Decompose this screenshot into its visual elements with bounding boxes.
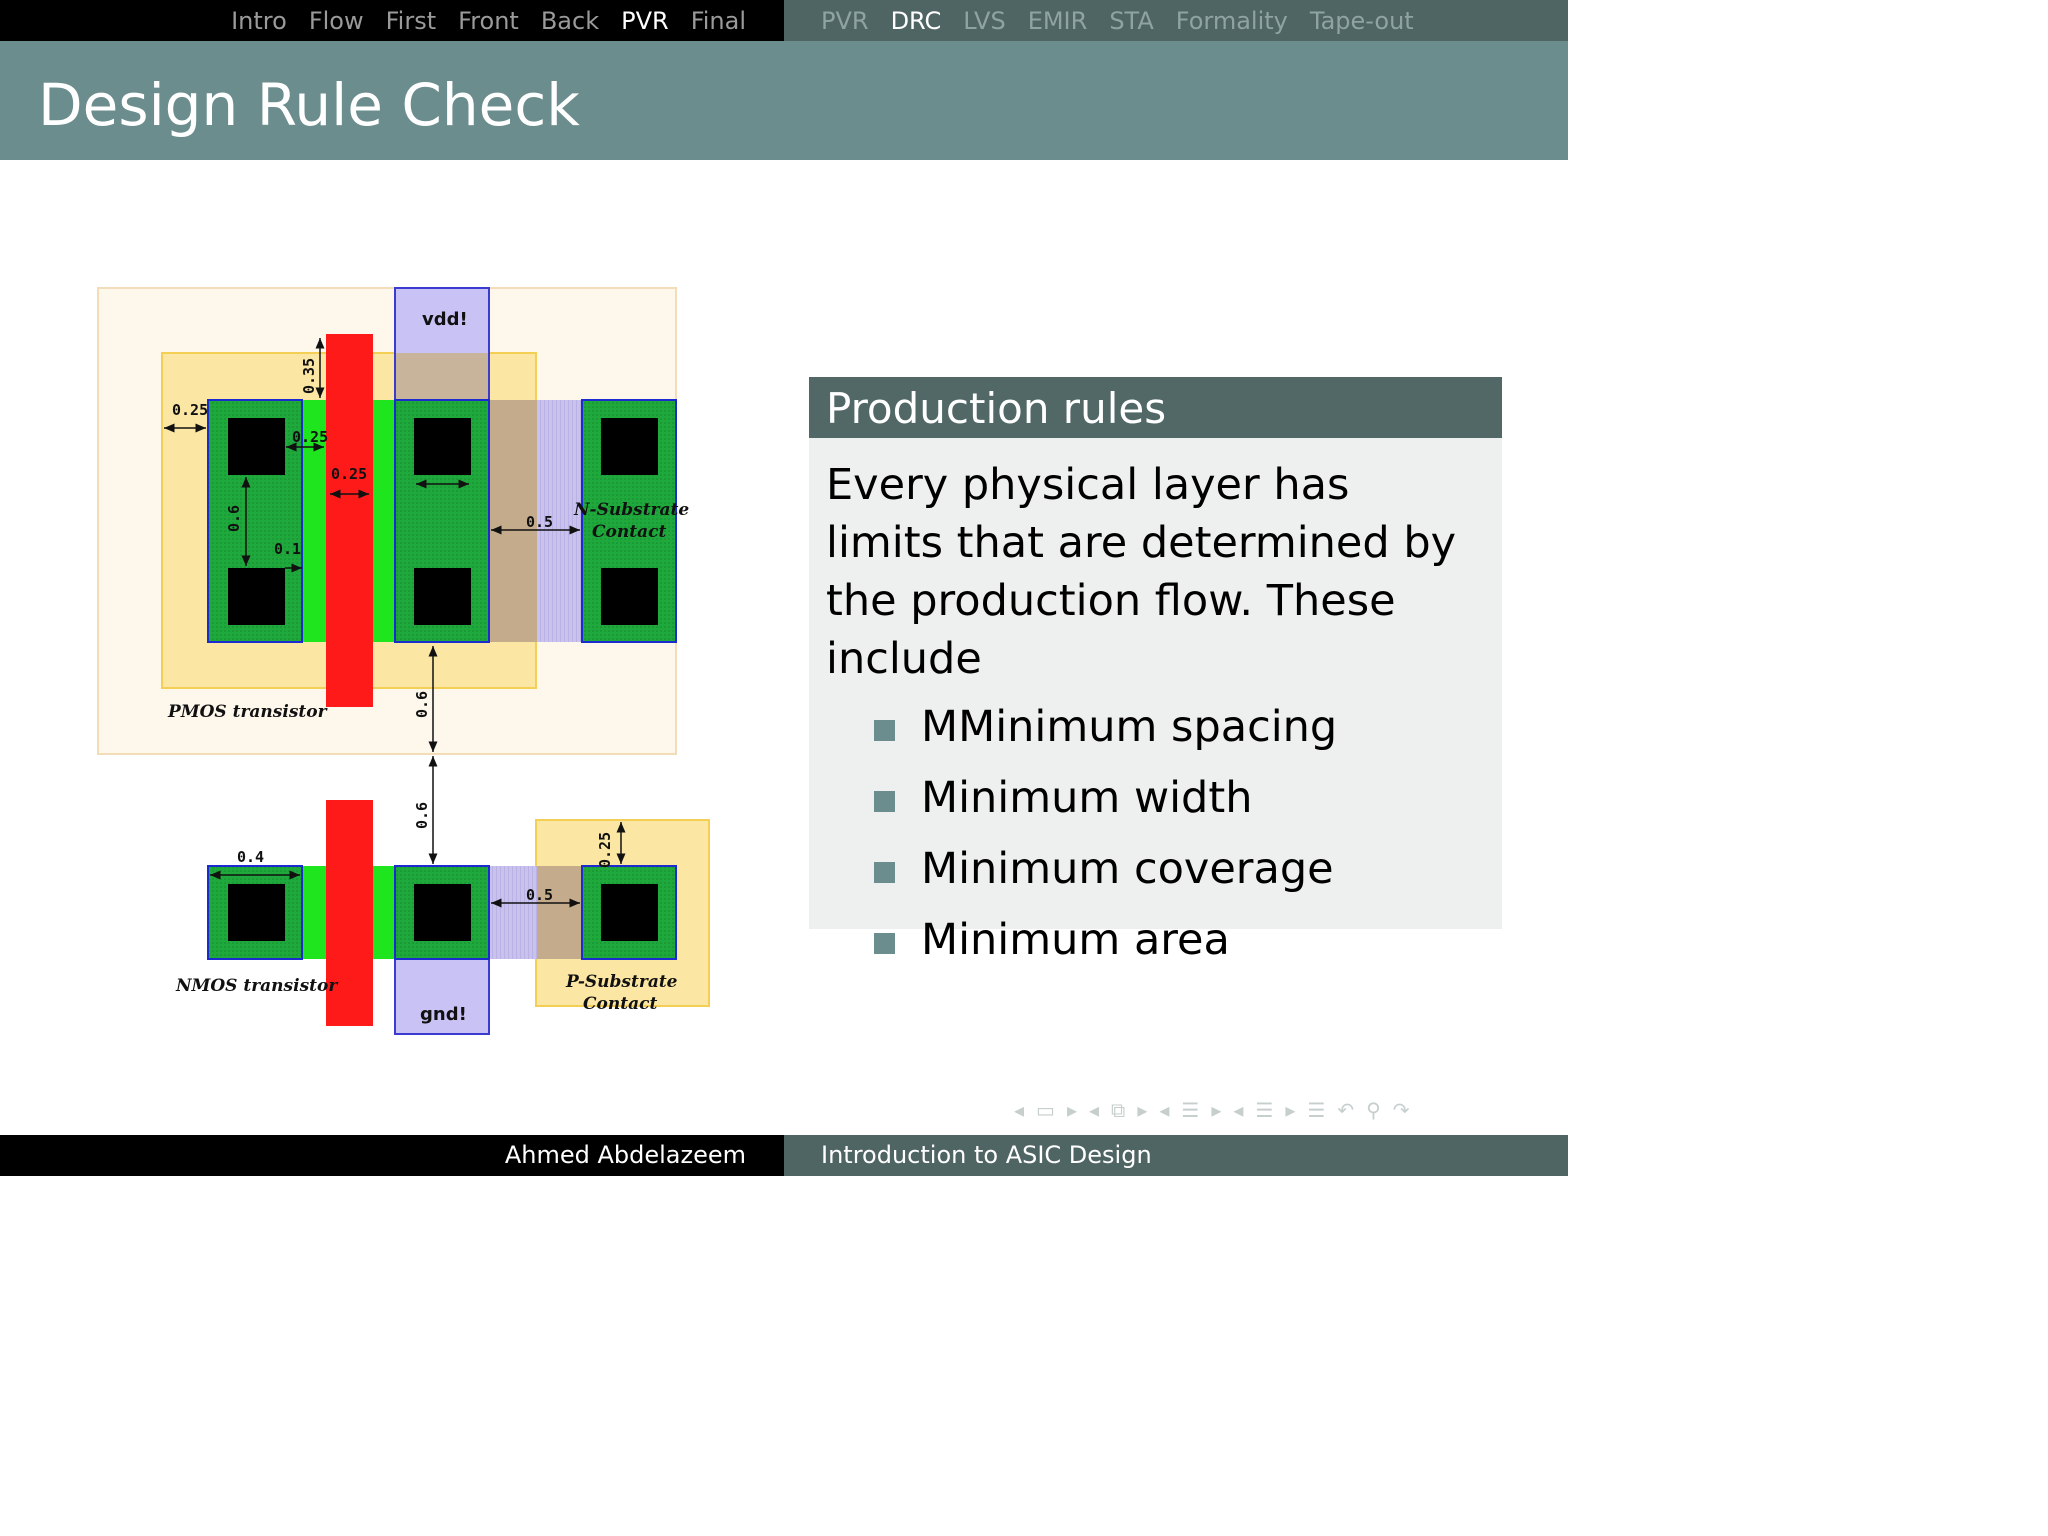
nsub-label: Contact [592, 522, 666, 542]
nav-subsection-formality[interactable]: Formality [1175, 6, 1288, 35]
nav-section-final[interactable]: Final [690, 6, 746, 35]
next-frame-icon[interactable]: ▸ [1066, 1098, 1077, 1122]
section-icon[interactable]: ☰ [1181, 1098, 1200, 1122]
footer: Ahmed Abdelazeem Introduction to ASIC De… [0, 1135, 1568, 1176]
rules-list: MMinimum spacing Minimum width Minimum c… [826, 692, 1502, 976]
dim-label: 0.5 [526, 886, 553, 904]
bullet-icon [874, 791, 895, 812]
nav-section-back[interactable]: Back [540, 6, 600, 35]
subsection-icon[interactable]: ⧉ [1111, 1098, 1126, 1122]
contact [228, 418, 285, 475]
contact [228, 884, 285, 941]
nav-subsection-drc[interactable]: DRC [890, 6, 942, 35]
nav-section-front[interactable]: Front [458, 6, 519, 35]
prev-frame-icon[interactable]: ◂ [1014, 1098, 1025, 1122]
nsub-metal [537, 400, 582, 642]
psub-label: P-Substrate [565, 972, 678, 992]
vdd-label: vdd! [422, 309, 468, 330]
dim-label: 0.6 [413, 691, 431, 718]
contact [601, 884, 658, 941]
dim-label: 0.25 [172, 401, 208, 419]
prev-section-icon[interactable]: ◂ [1159, 1098, 1170, 1122]
section-nav: Intro Flow First Front Back PVR Final [0, 0, 784, 41]
nav-subsection-pvr[interactable]: PVR [821, 6, 869, 35]
dim-label: 0.25 [292, 428, 328, 446]
nsub-spacer [489, 400, 537, 642]
psub-label: Contact [583, 994, 657, 1014]
dim-label: 0.5 [526, 513, 553, 531]
production-rules-block: Production rules Every physical layer ha… [809, 377, 1502, 965]
dim-label: 0.25 [596, 832, 614, 868]
contact [228, 568, 285, 625]
contact [601, 418, 658, 475]
top-navigation: Intro Flow First Front Back PVR Final PV… [0, 0, 1568, 41]
rule-text: Minimum coverage [921, 844, 1334, 894]
nav-section-flow[interactable]: Flow [308, 6, 364, 35]
block-body: Every physical layer has limits that are… [809, 438, 1502, 976]
psub-spacer [537, 866, 582, 959]
footer-author: Ahmed Abdelazeem [504, 1141, 746, 1169]
rule-item: Minimum width [826, 763, 1502, 834]
dim-label: 0.4 [237, 848, 264, 866]
contact [414, 884, 471, 941]
contact [414, 418, 471, 475]
rule-text: MMinimum spacing [921, 702, 1338, 752]
contact [414, 568, 471, 625]
nmos-label: NMOS transistor [175, 976, 338, 996]
next-subsection-icon[interactable]: ▸ [1137, 1098, 1148, 1122]
rule-item: Minimum coverage [826, 834, 1502, 905]
toc-icon[interactable]: ☰ [1307, 1098, 1326, 1122]
pmos-label: PMOS transistor [167, 702, 328, 722]
search-icon[interactable]: ⚲ [1366, 1098, 1381, 1122]
pmos-poly-gate [326, 334, 373, 707]
rule-item: MMinimum spacing [826, 692, 1502, 763]
forward-icon[interactable]: ↷ [1392, 1098, 1410, 1122]
nav-subsection-emir[interactable]: EMIR [1027, 6, 1088, 35]
bullet-icon [874, 862, 895, 883]
subsection-nav: PVR DRC LVS EMIR STA Formality Tape-out [784, 0, 1568, 41]
nsub-label: N-Substrate [573, 500, 689, 520]
next-part-icon[interactable]: ▸ [1285, 1098, 1296, 1122]
nav-subsection-tapeout[interactable]: Tape-out [1309, 6, 1414, 35]
psub-spacer-metal [489, 866, 537, 959]
nav-section-pvr[interactable]: PVR [621, 6, 669, 35]
part-icon[interactable]: ☰ [1255, 1098, 1274, 1122]
dim-label: 0.6 [413, 802, 431, 829]
block-title: Production rules [809, 377, 1502, 438]
page-title: Design Rule Check [38, 71, 580, 139]
rule-item: Minimum area [826, 905, 1502, 976]
nav-subsection-lvs[interactable]: LVS [963, 6, 1006, 35]
gnd-label: gnd! [420, 1004, 467, 1025]
nav-section-first[interactable]: First [385, 6, 437, 35]
rule-text: Minimum area [921, 915, 1230, 965]
back-icon[interactable]: ↶ [1337, 1098, 1355, 1122]
nav-subsection-sta[interactable]: STA [1109, 6, 1154, 35]
bullet-icon [874, 720, 895, 741]
dim-label: 0.35 [300, 358, 318, 394]
rule-text: Minimum width [921, 773, 1253, 823]
footer-course: Introduction to ASIC Design [821, 1141, 1152, 1169]
nmos-poly-gate [326, 800, 373, 1026]
title-bar: Design Rule Check [0, 41, 1568, 160]
block-text: Every physical layer has limits that are… [826, 460, 1457, 684]
dim-label: 0.6 [225, 505, 243, 532]
dim-label: 0.1 [274, 540, 301, 558]
prev-part-icon[interactable]: ◂ [1233, 1098, 1244, 1122]
layout-figure: 0.35 0.25 0.25 0.25 0.6 0.1 0.5 0.6 0.6 … [96, 286, 712, 1038]
bullet-icon [874, 933, 895, 954]
frame-icon[interactable]: ▭ [1036, 1098, 1055, 1122]
contact [601, 568, 658, 625]
dim-label: 0.25 [331, 465, 367, 483]
vdd-overlap [396, 353, 488, 401]
beamer-navigation: ◂ ▭ ▸ ◂ ⧉ ▸ ◂ ☰ ▸ ◂ ☰ ▸ ☰ ↶ ⚲ ↷ [1014, 1096, 1554, 1124]
nav-section-intro[interactable]: Intro [231, 6, 287, 35]
next-section-icon[interactable]: ▸ [1211, 1098, 1222, 1122]
prev-subsection-icon[interactable]: ◂ [1089, 1098, 1100, 1122]
